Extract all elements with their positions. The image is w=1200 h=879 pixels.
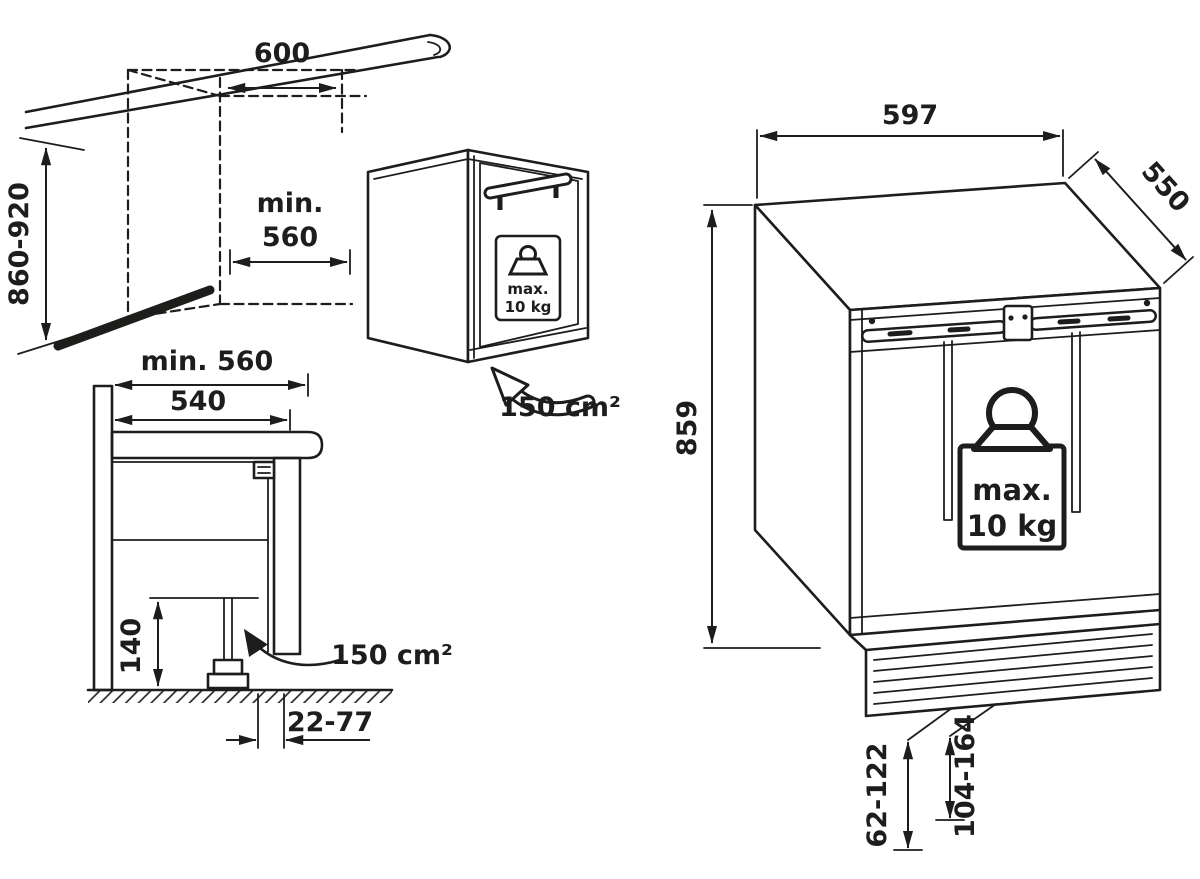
dim-label-foot-range: 22-77 [287, 707, 373, 738]
dimension-min-560-depth: min. 560 [114, 346, 309, 397]
hollow-arrowhead-icon [490, 366, 530, 407]
figure-niche-front-view: 600 min. 560 860-920 [4, 33, 621, 423]
max-load-value-small: 10 kg [505, 298, 552, 316]
fixing-rod [1071, 331, 1081, 513]
screw-icon [1008, 315, 1014, 321]
mounting-bracket-icon [252, 460, 276, 480]
max-load-value: 10 kg [967, 509, 1058, 543]
rail-slot-icon [887, 330, 913, 337]
dim-label-counter-depth: 540 [170, 386, 226, 417]
max-load-caption: max. [972, 473, 1052, 507]
screw-icon [1022, 314, 1028, 320]
dim-label-plinth-outer: 62-122 [862, 742, 893, 847]
center-bracket-icon [1002, 304, 1034, 342]
worktop-section [110, 430, 324, 460]
dimension-540: 540 [114, 386, 291, 431]
dim-label-niche-height: 860-920 [4, 182, 35, 306]
dimension-597: 597 [756, 100, 1064, 199]
weight-body-icon [507, 257, 549, 276]
dim-label-unit-depth: 550 [1135, 156, 1196, 219]
dim-label-unit-height: 859 [672, 400, 703, 456]
screw-icon [868, 317, 876, 325]
worktop [24, 33, 451, 130]
vent-area-label-section: 150 cm² [331, 640, 453, 671]
dim-label-min-text: min. [257, 188, 324, 219]
dimension-860-920: 860-920 [4, 137, 89, 355]
vent-area-label-front: 150 cm² [499, 392, 621, 423]
door-handle [483, 172, 573, 210]
screw-icon [1143, 299, 1151, 307]
max-load-icon-small: max. 10 kg [494, 234, 562, 322]
rail-slot-icon [947, 326, 971, 333]
dimension-600: 600 [227, 38, 337, 94]
side-panel-section [111, 456, 302, 656]
dim-label-unit-width: 597 [882, 100, 938, 131]
dimension-140: 140 [116, 601, 164, 687]
plinth-grille [848, 608, 1162, 718]
appliance-front-view: max. 10 kg [366, 148, 590, 364]
figure-unit-perspective: max. 10 kg 597 550 [672, 100, 1196, 851]
niche-dashed-outline [126, 68, 368, 320]
figure-side-section: min. 560 540 140 [86, 346, 453, 749]
max-load-caption-small: max. [507, 280, 548, 298]
dim-label-niche-width: 600 [254, 38, 310, 69]
dim-label-plinth-inner: 104-164 [950, 714, 981, 838]
dimension-62-122: 62-122 [862, 707, 953, 851]
dimension-859: 859 [672, 204, 821, 649]
leveling-foot [149, 597, 259, 690]
dim-label-bottom-clearance: 140 [116, 618, 147, 674]
wall-section [92, 384, 114, 692]
fixing-rod [943, 340, 953, 521]
dim-label-depth-min: min. 560 [141, 346, 274, 377]
dimension-min-560: min. 560 [229, 188, 351, 275]
dimension-22-77: 22-77 [226, 693, 373, 749]
rail-slot-icon [1107, 315, 1131, 322]
mounting-rails [861, 299, 1157, 521]
vent-arrow-front: 150 cm² [490, 366, 621, 423]
floor-line [53, 285, 215, 351]
weight-body-icon [971, 424, 1053, 452]
dim-label-min-value: 560 [262, 222, 318, 253]
unit-body [753, 181, 1162, 637]
dimension-104-164: 104-164 [935, 703, 997, 838]
rail-slot-icon [1057, 318, 1081, 325]
floor-section [86, 688, 394, 703]
vent-arrow-section: 150 cm² [243, 628, 453, 671]
max-load-icon: max. 10 kg [957, 387, 1067, 551]
